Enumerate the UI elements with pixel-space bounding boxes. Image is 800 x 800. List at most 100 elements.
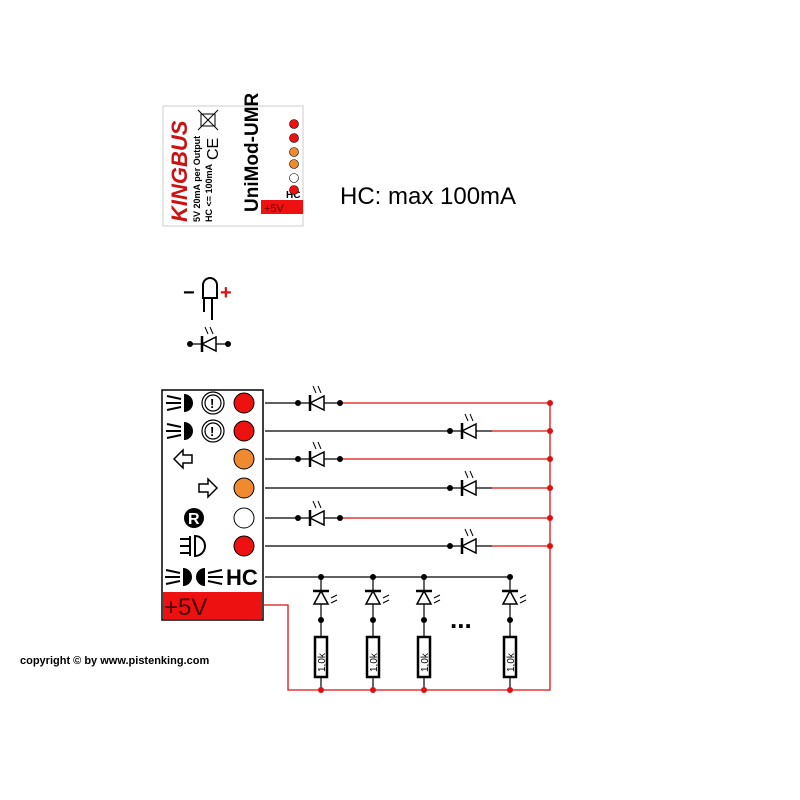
led-symbol bbox=[200, 326, 217, 353]
junction-dot bbox=[337, 515, 343, 521]
label-indicator-dot bbox=[289, 133, 299, 143]
label-indicator-dot bbox=[289, 119, 299, 129]
exclamation: ! bbox=[210, 424, 214, 439]
resistor-value: 1,0k bbox=[420, 652, 431, 672]
light-rays-icon bbox=[464, 413, 474, 422]
light-rays-icon bbox=[312, 385, 322, 394]
right-arrow-icon bbox=[198, 477, 219, 499]
output-row-2: ! bbox=[166, 419, 255, 443]
left-arrow-icon bbox=[172, 448, 193, 470]
label-model: UniMod-UMR bbox=[242, 92, 263, 212]
label-indicator-dot bbox=[289, 147, 299, 157]
arrow-shape bbox=[172, 448, 193, 470]
label-5v: +5V bbox=[264, 203, 285, 215]
fog-rays bbox=[180, 536, 191, 556]
junction-dot bbox=[507, 574, 513, 580]
warning-inner bbox=[204, 394, 222, 412]
led-triangle bbox=[501, 589, 519, 605]
hc-max-note: HC: max 100mA bbox=[340, 183, 516, 210]
led-triangle bbox=[308, 450, 325, 468]
output-row-3 bbox=[172, 448, 255, 470]
led-symbol bbox=[460, 413, 477, 440]
reverse-disc bbox=[184, 508, 204, 528]
output-wire-1 bbox=[265, 385, 553, 412]
junction-dot bbox=[507, 687, 513, 693]
junction-dot bbox=[225, 341, 231, 347]
plus5v-terminal bbox=[163, 592, 262, 619]
indicator-4 bbox=[233, 477, 255, 499]
junction-dot bbox=[187, 341, 193, 347]
junction-dot bbox=[337, 400, 343, 406]
hc-branch: 1,0k bbox=[415, 574, 441, 693]
light-rays-icon bbox=[312, 500, 322, 509]
hc-branch: 1,0k bbox=[364, 574, 390, 693]
arrow-shape bbox=[198, 477, 219, 499]
reverse-icon: R bbox=[184, 508, 204, 528]
led-triangle bbox=[415, 589, 433, 605]
led-symbol bbox=[312, 589, 338, 605]
more-branches-ellipsis: ... bbox=[450, 604, 472, 634]
lamp-shape bbox=[184, 394, 193, 412]
module-label: KINGBUS 5V 20mA per Output HC <= 100mA C… bbox=[162, 92, 304, 227]
exclamation: ! bbox=[210, 396, 214, 411]
brake-light-icon: ! bbox=[166, 419, 225, 443]
output-wire-2 bbox=[265, 413, 553, 440]
junction-dot bbox=[507, 617, 513, 623]
resistor bbox=[313, 635, 329, 679]
junction-dot bbox=[318, 687, 324, 693]
led-symbol bbox=[501, 589, 527, 605]
indicator-2 bbox=[233, 420, 255, 442]
plus5v-rail bbox=[263, 403, 551, 691]
junction-dot bbox=[318, 617, 324, 623]
lamp-shapes bbox=[183, 568, 205, 586]
lamp-shape bbox=[184, 422, 193, 440]
led-symbol bbox=[308, 441, 325, 468]
light-rays-icon bbox=[204, 326, 214, 335]
warning-ring bbox=[201, 419, 225, 443]
warning-ring bbox=[201, 391, 225, 415]
junction-dot bbox=[447, 485, 453, 491]
fog-light-icon bbox=[180, 534, 206, 558]
junction-dot bbox=[318, 574, 324, 580]
output-wire-6 bbox=[265, 528, 553, 555]
output-row-1: ! bbox=[166, 391, 255, 415]
light-rays-icon bbox=[519, 594, 527, 604]
brand-logo: KINGBUS bbox=[167, 120, 192, 222]
led-body-icon bbox=[202, 277, 218, 299]
resistor bbox=[365, 635, 381, 679]
plus5v-label: +5V bbox=[164, 594, 207, 621]
led-symbol bbox=[460, 470, 477, 497]
junction-dot bbox=[447, 543, 453, 549]
led-triangle bbox=[364, 589, 382, 605]
junction-dot bbox=[447, 428, 453, 434]
junction-dot bbox=[421, 574, 427, 580]
led-pinout-legend: − + bbox=[183, 277, 232, 353]
output-wire-4 bbox=[265, 470, 553, 497]
junction-dot bbox=[370, 574, 376, 580]
led-triangle bbox=[460, 537, 477, 555]
label-spec-2: HC <= 100mA bbox=[204, 163, 214, 222]
output-wire-3 bbox=[265, 441, 553, 468]
output-wire-5 bbox=[265, 500, 553, 527]
hc-branch: 1,0k bbox=[312, 574, 338, 693]
led-triangle bbox=[308, 509, 325, 527]
led-triangle bbox=[460, 479, 477, 497]
light-rays-icon bbox=[464, 470, 474, 479]
junction-dot bbox=[421, 687, 427, 693]
light-rays-icon bbox=[464, 528, 474, 537]
lamp-shape bbox=[194, 534, 206, 558]
umr-module: +5V HC !!R bbox=[161, 389, 264, 621]
label-hc: HC bbox=[286, 190, 300, 201]
lamp-rays bbox=[165, 569, 223, 585]
resistor-value: 1,0k bbox=[369, 652, 380, 672]
lamp-rays bbox=[166, 395, 182, 411]
indicator-3 bbox=[233, 448, 255, 470]
led-symbol bbox=[308, 385, 325, 412]
led-triangle bbox=[312, 589, 330, 605]
output-row-4 bbox=[198, 477, 255, 499]
hc-branch: 1,0k bbox=[501, 574, 527, 693]
label-spec-1: 5V 20mA per Output bbox=[192, 136, 202, 222]
indicator-1 bbox=[233, 392, 255, 414]
lamp-rays bbox=[166, 423, 182, 439]
light-rays-icon bbox=[382, 594, 390, 604]
